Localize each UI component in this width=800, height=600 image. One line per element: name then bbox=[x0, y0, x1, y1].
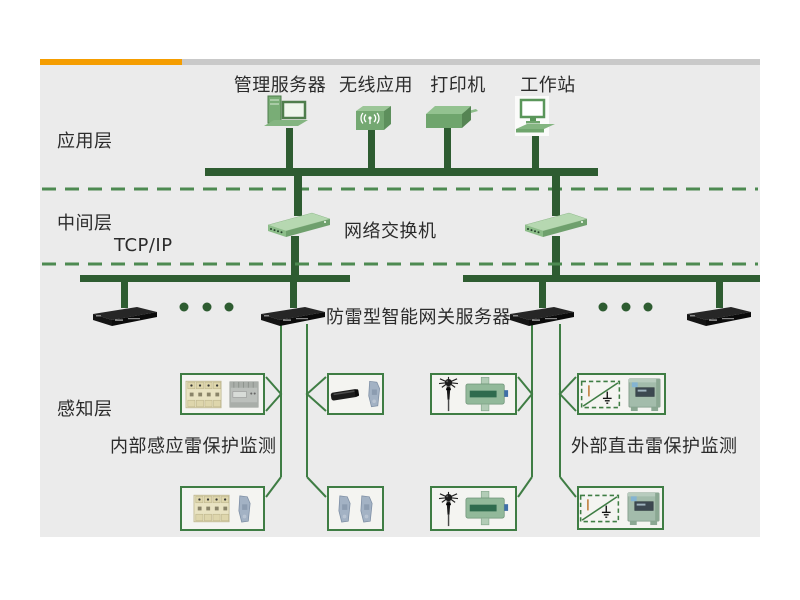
switch-label: 网络交换机 bbox=[344, 221, 437, 242]
lightning-rod-icon bbox=[438, 376, 458, 412]
layer-label-protocol: TCP/IP bbox=[114, 235, 173, 256]
din-module-icon bbox=[360, 494, 373, 523]
device-label-printer: 打印机 bbox=[430, 75, 486, 96]
cabinet-icon bbox=[627, 492, 660, 525]
gateway-server-icon bbox=[259, 305, 327, 333]
external-group-label: 外部直击雷保护监测 bbox=[571, 436, 738, 457]
device-label-wireless: 无线应用 bbox=[339, 75, 413, 96]
grounding-monitor-icon bbox=[579, 494, 620, 522]
surge-protector-icon bbox=[185, 380, 221, 408]
din-module-icon bbox=[237, 494, 251, 523]
sensor-box-internal-2 bbox=[327, 373, 384, 415]
grounding-monitor-icon bbox=[580, 380, 621, 408]
sensor-box-external-2 bbox=[577, 373, 666, 415]
network-switch-icon bbox=[523, 210, 589, 244]
gateway-label: 防雷型智能网关服务器 bbox=[326, 307, 511, 328]
field-sensor-icon bbox=[465, 376, 508, 411]
field-sensor-icon bbox=[465, 491, 508, 526]
device-label-workstation: 工作站 bbox=[520, 75, 576, 96]
lightning-rod-icon bbox=[438, 491, 458, 526]
gateway-server-icon bbox=[91, 305, 159, 333]
diagram-background bbox=[40, 65, 760, 537]
device-label-server: 管理服务器 bbox=[233, 75, 327, 96]
sensor-box-internal-1 bbox=[180, 373, 265, 415]
printer-icon bbox=[424, 100, 478, 136]
network-switch-icon bbox=[266, 210, 332, 244]
sensor-box-internal-3 bbox=[180, 486, 265, 531]
wireless-icon bbox=[352, 103, 396, 137]
sensor-box-external-4 bbox=[577, 486, 664, 530]
accent-bar bbox=[40, 59, 182, 65]
layer-label-perception: 感知层 bbox=[57, 399, 113, 420]
cabinet-icon bbox=[628, 378, 661, 411]
layer-label-application: 应用层 bbox=[57, 131, 113, 152]
surge-protector-icon bbox=[193, 494, 229, 523]
sensor-box-external-3 bbox=[430, 486, 517, 531]
din-module-icon bbox=[368, 380, 380, 408]
gateway-server-icon bbox=[685, 305, 753, 333]
workstation-icon bbox=[513, 96, 557, 142]
server-icon bbox=[263, 95, 309, 139]
header-bar bbox=[182, 59, 760, 65]
sensor-box-internal-4 bbox=[327, 486, 384, 531]
din-module-icon bbox=[338, 494, 351, 523]
gateway-server-icon bbox=[508, 305, 576, 333]
layer-label-middle: 中间层 bbox=[57, 213, 113, 234]
current-sensor-icon bbox=[330, 388, 360, 400]
sensor-box-external-1 bbox=[430, 373, 517, 415]
internal-group-label: 内部感应雷保护监测 bbox=[110, 436, 277, 457]
monitor-module-icon bbox=[228, 380, 259, 408]
